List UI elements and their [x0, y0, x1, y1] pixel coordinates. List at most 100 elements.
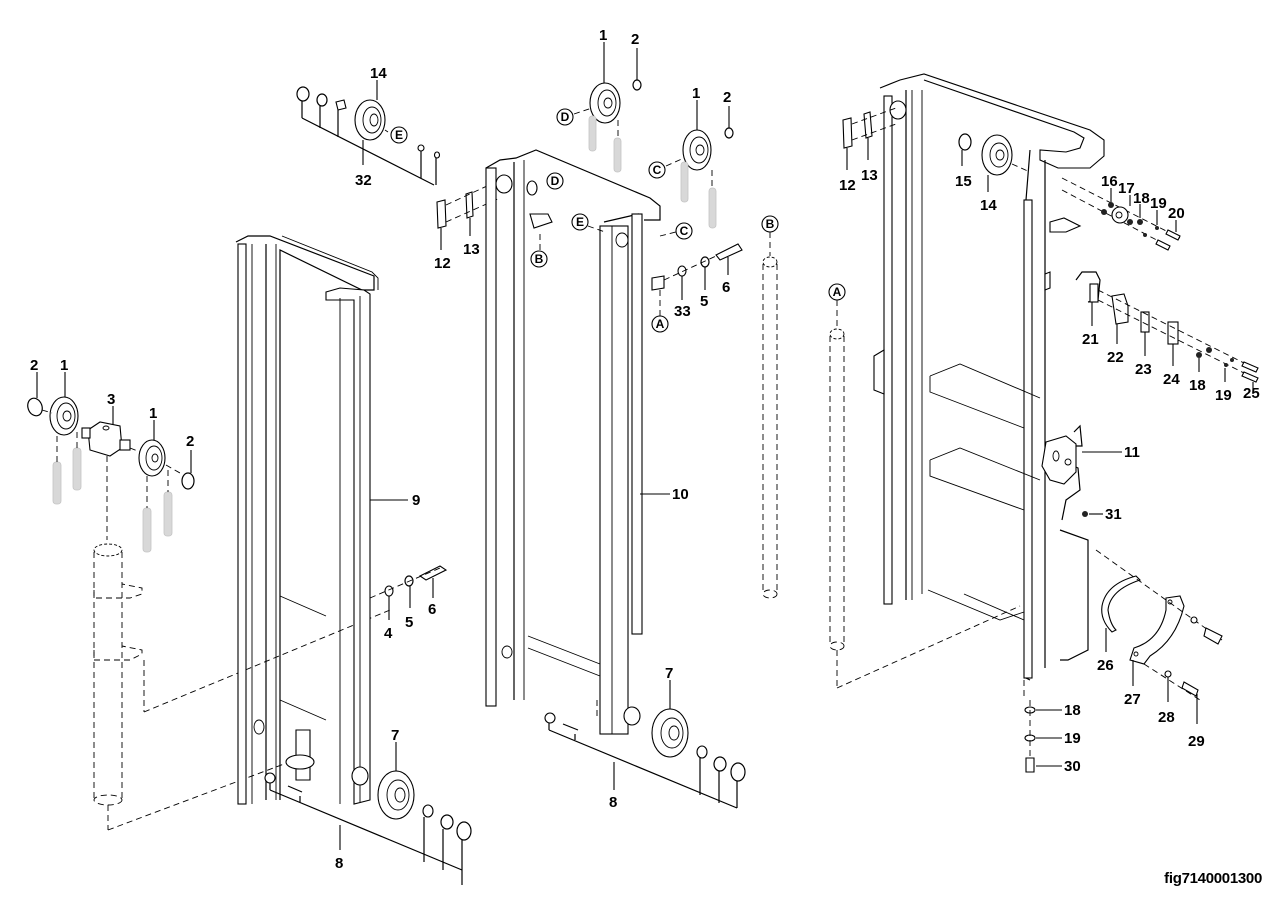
bolt-washer-set-mid	[663, 243, 743, 300]
svg-text:C: C	[653, 163, 662, 177]
mast-section-9	[235, 235, 408, 805]
reference-marker-A: A	[828, 283, 846, 301]
callout-2: 2	[30, 357, 38, 374]
callout-26: 26	[1097, 657, 1114, 674]
callout-1: 1	[599, 27, 607, 44]
chain-pulley	[138, 420, 166, 477]
chain-anchor-plates-mid	[436, 179, 501, 250]
svg-text:D: D	[551, 174, 560, 188]
lift-cylinder-hidden	[93, 456, 391, 831]
callout-23: 23	[1135, 361, 1152, 378]
chain-anchor-plates-right	[842, 107, 897, 170]
reference-marker-B: B	[761, 215, 779, 233]
callout-18: 18	[1189, 377, 1206, 394]
callout-10: 10	[672, 486, 689, 503]
callout-1: 1	[149, 405, 157, 422]
reference-marker-C: C	[648, 161, 666, 179]
svg-text:C: C	[680, 224, 689, 238]
nut-31	[1082, 511, 1103, 517]
callout-2: 2	[186, 433, 194, 450]
callout-19: 19	[1215, 387, 1232, 404]
callout-32: 32	[355, 172, 372, 189]
callout-28: 28	[1158, 709, 1175, 726]
callout-19: 19	[1064, 730, 1081, 747]
chain-pulley-D	[573, 42, 642, 173]
chain-segment	[52, 432, 173, 553]
callout-24: 24	[1163, 371, 1180, 388]
svg-text:A: A	[656, 317, 665, 331]
roller-kit-left	[264, 742, 472, 885]
callout-17: 17	[1118, 180, 1135, 197]
callout-27: 27	[1124, 691, 1141, 708]
reference-marker-A: A	[651, 315, 669, 333]
side-roller-hardware	[1061, 177, 1181, 251]
reference-marker-E: E	[571, 213, 589, 231]
pulley-head-assembly-left: 2 1 3 1 2	[27, 357, 391, 831]
callout-29: 29	[1188, 733, 1205, 750]
callout-5: 5	[700, 293, 708, 310]
callout-21: 21	[1082, 331, 1099, 348]
mast-section-10	[485, 149, 670, 735]
callout-18: 18	[1133, 190, 1150, 207]
svg-text:E: E	[576, 215, 584, 229]
callout-14: 14	[980, 197, 997, 214]
retaining-ring	[27, 372, 43, 417]
callout-20: 20	[1168, 205, 1185, 222]
reference-marker-C: C	[675, 222, 693, 240]
callout-22: 22	[1107, 349, 1124, 366]
callout-31: 31	[1105, 506, 1122, 523]
inner-mast-section	[873, 73, 1105, 700]
callout-9: 9	[412, 492, 420, 509]
reference-marker-B: B	[530, 250, 548, 268]
callout-18: 18	[1064, 702, 1081, 719]
roller-kit-mid	[544, 680, 746, 809]
callout-7: 7	[391, 727, 399, 744]
pulley-axle-block	[81, 406, 131, 457]
chain-pulley	[49, 372, 79, 436]
callout-13: 13	[861, 167, 878, 184]
figure-id: fig7140001300	[1164, 870, 1262, 887]
callout-1: 1	[692, 85, 700, 102]
callout-12: 12	[434, 255, 451, 272]
bottom-bolt-stack	[1024, 700, 1062, 773]
pulley-guard-11	[1041, 424, 1122, 485]
reference-marker-D: D	[556, 108, 574, 126]
callout-2: 2	[723, 89, 731, 106]
reference-marker-D: D	[546, 172, 564, 190]
callout-3: 3	[107, 391, 115, 408]
callout-6: 6	[722, 279, 730, 296]
svg-text:B: B	[766, 217, 775, 231]
free-lift-cylinder-A	[829, 300, 1021, 689]
callout-5: 5	[405, 614, 413, 631]
svg-text:E: E	[395, 128, 403, 142]
callout-8: 8	[609, 794, 617, 811]
hose-guide-hardware	[1075, 271, 1259, 394]
svg-text:A: A	[833, 285, 842, 299]
svg-text:D: D	[561, 110, 570, 124]
callout-7: 7	[665, 665, 673, 682]
callout-19: 19	[1150, 195, 1167, 212]
svg-text:B: B	[535, 252, 544, 266]
callout-15: 15	[955, 173, 972, 190]
callout-11: 11	[1124, 444, 1140, 461]
callout-8: 8	[335, 855, 343, 872]
callout-33: 33	[674, 303, 691, 320]
callout-14: 14	[370, 65, 387, 82]
callout-4: 4	[384, 625, 393, 642]
callout-16: 16	[1101, 173, 1118, 190]
free-lift-cylinder-B	[762, 232, 778, 599]
callout-13: 13	[463, 241, 480, 258]
roller-15-14	[958, 133, 1031, 192]
bolt-washer-set-left	[369, 565, 448, 620]
callout-2: 2	[631, 31, 639, 48]
callout-30: 30	[1064, 758, 1081, 775]
roller-kit-32	[296, 80, 441, 186]
callout-12: 12	[839, 177, 856, 194]
retaining-ring	[181, 450, 195, 490]
reference-marker-E: E	[390, 126, 408, 144]
callout-6: 6	[428, 601, 436, 618]
callout-25: 25	[1243, 385, 1260, 402]
chain-pulley-C	[665, 100, 734, 229]
clamp-assembly	[1095, 549, 1223, 724]
